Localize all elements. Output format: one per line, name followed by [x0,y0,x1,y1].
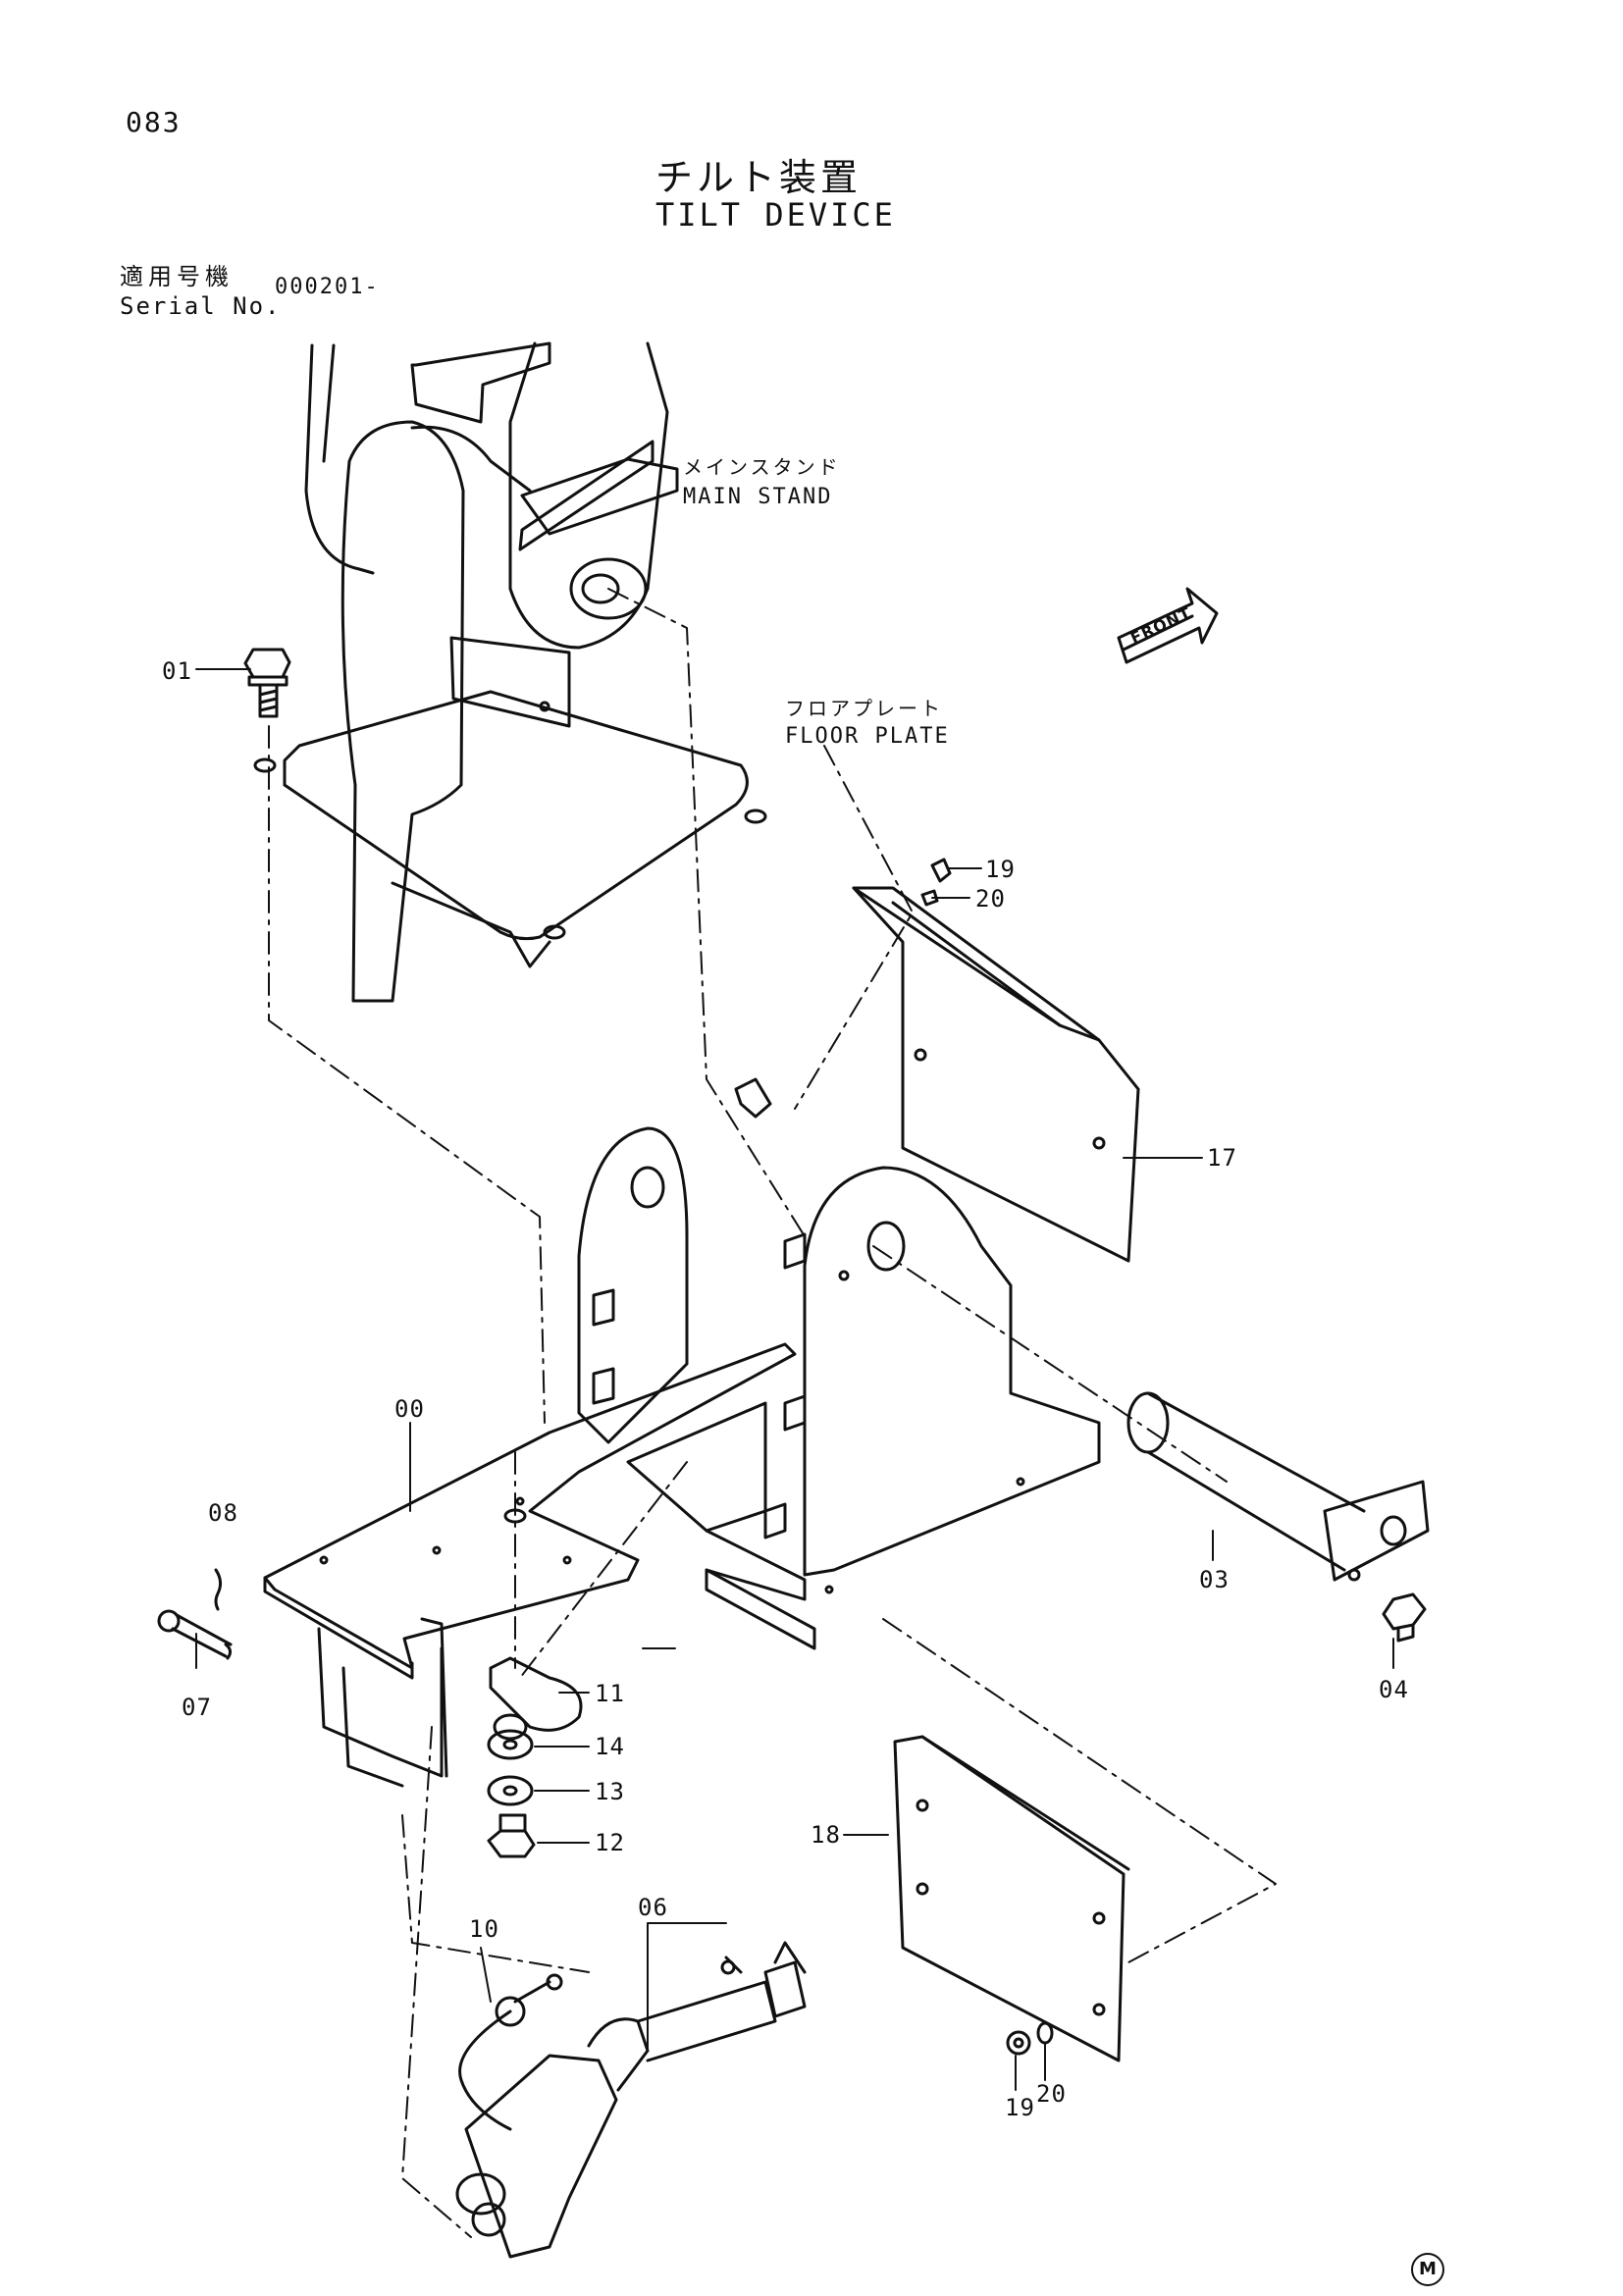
cover-18-drawing [893,1735,1130,2062]
part-callout: 00 [394,1395,425,1423]
part-callout: 20 [1036,2080,1067,2108]
floor-plate-label-en: FLOOR PLATE [785,724,950,749]
part-callout: 11 [595,1680,625,1707]
part-callout: 07 [182,1694,212,1721]
page-title-jp: チルト装置 [655,156,863,199]
clamp-11-washers-nut-12 [487,1508,583,1858]
part-callout: 13 [595,1778,625,1805]
main-stand-drawing [304,341,679,1003]
page-number: 083 [126,106,182,138]
part-callout: 12 [595,1829,625,1856]
part-callout: 19 [1005,2094,1035,2121]
front-arrow-icon [1117,587,1219,664]
serial-value: 000201- [275,275,380,299]
pin-07-clip-08 [157,1568,233,1660]
main-stand-label-en: MAIN STAND [683,485,833,509]
serial-label-jp: 適用号機 [120,263,234,290]
part-callout: 14 [595,1733,625,1760]
upright-brackets-drawing [577,1126,1101,1577]
footer-mark: M [1411,2253,1444,2286]
page-title-en: TILT DEVICE [655,196,896,234]
bolt-04-drawing [1382,1592,1427,1643]
part-callout: 10 [469,1915,499,1943]
cover-17-drawing [852,886,1140,1263]
part-callout: 20 [975,885,1006,913]
floor-plate-label-jp: フロアプレート [785,697,943,720]
part-callout: 04 [1379,1676,1409,1703]
part-callout: 17 [1207,1144,1237,1172]
base-plate-drawing [263,1342,1025,1788]
pin-03-drawing [1126,1391,1430,1582]
part-callout: 19 [985,856,1016,883]
screw-19-washer-20-top [734,858,952,1119]
bolt-01-drawing [243,648,291,718]
part-callout: 18 [811,1821,841,1849]
actuator-06-drawing [455,1941,807,2259]
part-callout: 08 [208,1499,238,1527]
main-stand-label-jp: メインスタンド [683,455,841,479]
part-callout: 01 [162,657,192,685]
part-callout: 06 [638,1894,668,1921]
serial-label-en: Serial No. [120,292,282,320]
part-callout: 03 [1199,1566,1230,1593]
floor-plate-drawing [253,690,767,968]
